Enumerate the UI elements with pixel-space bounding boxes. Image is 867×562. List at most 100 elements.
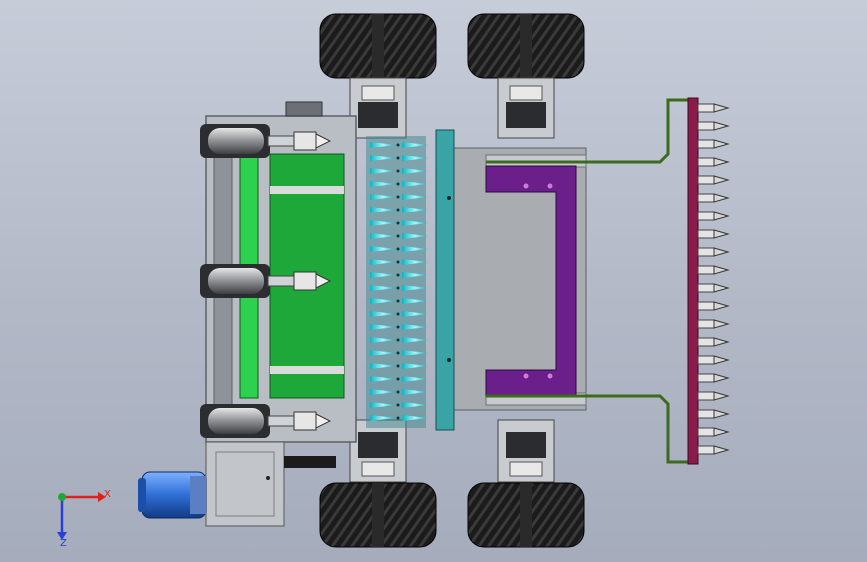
spike-icon: [402, 285, 428, 291]
wheel-bottom-right: [467, 482, 585, 548]
tine-icon: [697, 319, 730, 329]
teal-beam: [435, 129, 455, 431]
spike-icon: [402, 259, 428, 265]
spike-icon: [402, 337, 428, 343]
x-axis-label: X: [104, 489, 111, 500]
spike-icon: [402, 155, 428, 161]
spike-icon: [370, 181, 396, 187]
spike-icon: [402, 324, 428, 330]
spike-icon: [402, 389, 428, 395]
spike-icon: [402, 220, 428, 226]
tine-icon: [697, 229, 730, 239]
tine-icon: [697, 355, 730, 365]
spike-icon: [402, 402, 428, 408]
spike-icon: [402, 376, 428, 382]
drive-motor: [138, 471, 207, 519]
spike-icon: [370, 298, 396, 304]
cylinder-bottom: [200, 404, 332, 438]
spike-icon: [402, 298, 428, 304]
tine-icon: [697, 121, 730, 131]
rake-arms: [486, 98, 692, 464]
spike-icon: [370, 233, 396, 239]
tine-icon: [697, 301, 730, 311]
spike-icon: [370, 363, 396, 369]
spike-hub: [396, 403, 400, 407]
spike-hub: [396, 377, 400, 381]
spike-icon: [402, 363, 428, 369]
spike-hub: [396, 416, 400, 420]
wheel-top-left: [319, 13, 437, 79]
spike-hub: [396, 156, 400, 160]
tine-icon: [697, 247, 730, 257]
suspension-top-left: [349, 77, 407, 139]
spike-icon: [370, 155, 396, 161]
spike-icon: [370, 376, 396, 382]
spike-hub: [396, 338, 400, 342]
tine-icon: [697, 157, 730, 167]
spike-icon: [402, 233, 428, 239]
spike-icon: [370, 142, 396, 148]
spike-icon: [402, 246, 428, 252]
spike-icon: [370, 311, 396, 317]
spike-icon: [370, 194, 396, 200]
tine-icon: [697, 391, 730, 401]
cylinder-middle: [200, 264, 332, 298]
top-gear: [285, 101, 323, 117]
spike-icon: [370, 415, 396, 421]
spike-roller: [366, 136, 428, 428]
spike-icon: [402, 415, 428, 421]
spike-hub: [396, 273, 400, 277]
tine-icon: [697, 175, 730, 185]
suspension-bottom-left: [349, 419, 407, 483]
tine-icon: [697, 337, 730, 347]
spike-icon: [370, 207, 396, 213]
spike-hub: [396, 364, 400, 368]
spike-hub: [396, 221, 400, 225]
spike-hub: [396, 390, 400, 394]
spike-icon: [370, 220, 396, 226]
spike-hub: [396, 208, 400, 212]
spike-hub: [396, 247, 400, 251]
spike-hub: [396, 299, 400, 303]
spike-icon: [370, 285, 396, 291]
spike-hub: [396, 260, 400, 264]
spike-hub: [396, 143, 400, 147]
gearbox: [205, 441, 336, 527]
spike-hub: [396, 351, 400, 355]
tine-bar: [687, 97, 730, 465]
spike-icon: [402, 272, 428, 278]
tine-icon: [697, 193, 730, 203]
cylinder-top: [200, 124, 332, 158]
spike-icon: [370, 272, 396, 278]
wheel-top-right: [467, 13, 585, 79]
z-axis-label: Z: [60, 538, 67, 549]
tine-icon: [697, 445, 730, 455]
tine-icon: [697, 103, 730, 113]
tine-icon: [697, 427, 730, 437]
spike-icon: [402, 194, 428, 200]
tine-icon: [697, 409, 730, 419]
spike-icon: [370, 324, 396, 330]
spike-hub: [396, 325, 400, 329]
spike-icon: [402, 168, 428, 174]
purple-bracket: [485, 165, 577, 397]
suspension-bottom-right: [497, 419, 555, 483]
spike-hub: [396, 286, 400, 290]
y-axis-dot: [58, 493, 66, 501]
spike-icon: [370, 350, 396, 356]
spike-hub: [396, 182, 400, 186]
spike-icon: [402, 181, 428, 187]
tine-icon: [697, 283, 730, 293]
spike-icon: [370, 246, 396, 252]
tine-icon: [697, 265, 730, 275]
tine-icon: [697, 139, 730, 149]
spike-icon: [370, 259, 396, 265]
spike-icon: [402, 311, 428, 317]
tine-icon: [697, 211, 730, 221]
spike-hub: [396, 195, 400, 199]
spike-icon: [402, 142, 428, 148]
spike-icon: [370, 337, 396, 343]
coordinate-triad: X Z: [57, 489, 111, 549]
